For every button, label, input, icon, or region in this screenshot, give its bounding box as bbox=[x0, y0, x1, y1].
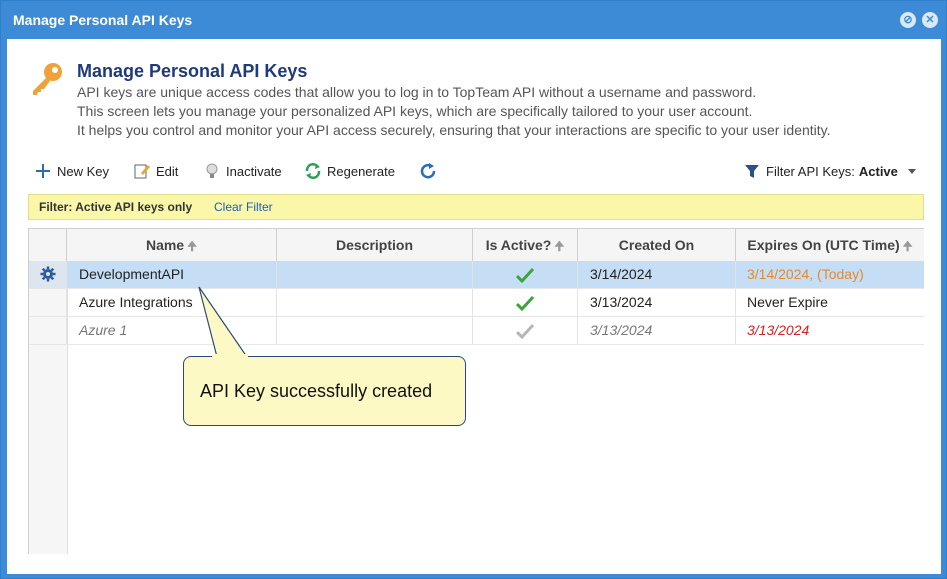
refresh-icon bbox=[420, 163, 436, 179]
cell-description bbox=[277, 289, 473, 316]
plus-icon bbox=[36, 164, 50, 178]
key-icon bbox=[33, 63, 62, 95]
close-icon[interactable]: ✕ bbox=[922, 12, 938, 28]
cell-is-active bbox=[473, 317, 578, 344]
sort-arrow-icon: 🠉 bbox=[187, 239, 198, 253]
column-header-description[interactable]: Description bbox=[277, 229, 473, 261]
column-header-created-on[interactable]: Created On bbox=[578, 229, 736, 261]
column-header-expires-on[interactable]: Expires On (UTC Time)🠉 bbox=[736, 229, 924, 261]
filter-api-keys-value: Active bbox=[858, 163, 898, 179]
edit-icon bbox=[134, 164, 150, 179]
inactivate-label: Inactivate bbox=[226, 163, 282, 179]
window-title: Manage Personal API Keys bbox=[13, 12, 193, 28]
column-header-name[interactable]: Name🠉 bbox=[67, 229, 277, 261]
row-gear-cell[interactable] bbox=[29, 261, 67, 288]
filter-api-keys-label: Filter API Keys: bbox=[766, 163, 855, 179]
cell-created-on: 3/13/2024 bbox=[578, 317, 736, 344]
checkmark-icon bbox=[515, 323, 535, 340]
filter-description: Filter: Active API keys only bbox=[39, 200, 193, 214]
cell-name: Azure 1 bbox=[67, 317, 277, 344]
lightbulb-icon bbox=[206, 163, 218, 178]
refresh-button[interactable] bbox=[419, 161, 442, 181]
cell-created-on: 3/14/2024 bbox=[578, 261, 736, 288]
title-bar[interactable]: Manage Personal API Keys ⊘ ✕ bbox=[1, 1, 946, 39]
callout-pointer bbox=[198, 286, 249, 358]
column-header-is-active[interactable]: Is Active?🠉 bbox=[473, 229, 578, 261]
cell-name: DevelopmentAPI bbox=[67, 261, 277, 288]
description-line-1: API keys are unique access codes that al… bbox=[77, 84, 757, 100]
filter-bar: Filter: Active API keys only Clear Filte… bbox=[28, 194, 924, 220]
grid-header: Name🠉 Description Is Active?🠉 Created On… bbox=[29, 228, 924, 262]
clear-filter-link[interactable]: Clear Filter bbox=[214, 200, 273, 214]
description-line-3: It helps you control and monitor your AP… bbox=[77, 122, 831, 138]
dialog-content: Manage Personal API Keys API keys are un… bbox=[7, 39, 941, 574]
column-label-expires-on: Expires On (UTC Time) bbox=[747, 237, 900, 253]
cell-created-on: 3/13/2024 bbox=[578, 289, 736, 316]
chevron-down-icon bbox=[907, 168, 916, 174]
sort-arrow-icon: 🠉 bbox=[902, 239, 913, 253]
table-row[interactable]: DevelopmentAPI 3/14/2024 3/14/2024, (Tod… bbox=[29, 261, 924, 289]
filter-api-keys-dropdown[interactable]: Filter API Keys: Active bbox=[744, 161, 916, 181]
cell-expires-on: Never Expire bbox=[747, 294, 828, 310]
regenerate-icon bbox=[305, 163, 321, 179]
callout-pointer-join bbox=[212, 354, 248, 358]
header-selector bbox=[29, 229, 67, 261]
regenerate-button[interactable]: Regenerate bbox=[304, 161, 395, 181]
table-row[interactable]: Azure 1 3/13/2024 3/13/2024 bbox=[29, 317, 924, 345]
cell-is-active bbox=[473, 261, 578, 288]
cell-name: Azure Integrations bbox=[67, 289, 277, 316]
column-label-created-on: Created On bbox=[618, 237, 695, 253]
column-label-description: Description bbox=[335, 237, 413, 253]
row-selector-cell[interactable] bbox=[29, 289, 67, 316]
page-title: Manage Personal API Keys bbox=[77, 61, 308, 81]
regenerate-label: Regenerate bbox=[327, 163, 395, 179]
row-selector-cell[interactable] bbox=[29, 317, 67, 344]
gear-icon[interactable] bbox=[40, 266, 56, 282]
table-row[interactable]: Azure Integrations 3/13/2024 Never Expir… bbox=[29, 289, 924, 317]
callout-message: API Key successfully created bbox=[200, 381, 433, 401]
sort-arrow-icon: 🠉 bbox=[554, 239, 565, 253]
success-callout: API Key successfully created bbox=[183, 356, 466, 426]
cell-description bbox=[277, 261, 473, 288]
edit-button[interactable]: Edit bbox=[133, 161, 178, 181]
minimize-icon[interactable]: ⊘ bbox=[900, 12, 916, 28]
api-keys-grid: Name🠉 Description Is Active?🠉 Created On… bbox=[28, 228, 924, 554]
new-key-label: New Key bbox=[57, 163, 110, 179]
column-label-is-active: Is Active? bbox=[485, 237, 552, 253]
new-key-button[interactable]: New Key bbox=[34, 161, 109, 181]
checkmark-icon bbox=[515, 295, 535, 312]
cell-expires-on: 3/13/2024 bbox=[747, 322, 810, 338]
inactivate-button[interactable]: Inactivate bbox=[203, 161, 282, 181]
description-line-2: This screen lets you manage your persona… bbox=[77, 103, 753, 119]
edit-label: Edit bbox=[156, 163, 179, 179]
filter-icon bbox=[745, 165, 759, 178]
cell-description bbox=[277, 317, 473, 344]
cell-is-active bbox=[473, 289, 578, 316]
cell-expires-on: 3/14/2024, (Today) bbox=[747, 266, 864, 282]
column-label-name: Name bbox=[145, 237, 185, 253]
checkmark-icon bbox=[515, 267, 535, 284]
